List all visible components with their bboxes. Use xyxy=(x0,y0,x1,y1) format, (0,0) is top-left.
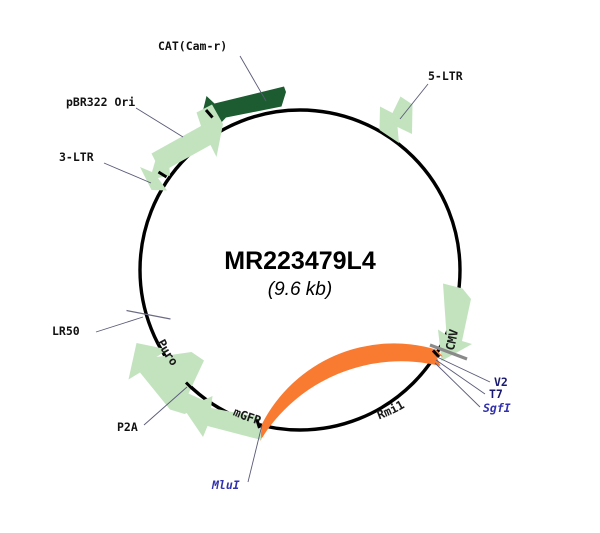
leader-lines xyxy=(95,55,491,483)
label-sgfi: SgfI xyxy=(483,401,511,415)
label-v2: V2 xyxy=(494,375,508,389)
label-mlui: MluI xyxy=(211,478,240,492)
feature-rmi1[interactable]: Rmi1 xyxy=(260,343,443,441)
label-3-ltr: 3-LTR xyxy=(59,150,94,164)
feature-3-ltr[interactable] xyxy=(140,156,170,191)
feature-cat-cam-r[interactable] xyxy=(202,86,287,132)
plasmid-size: (9.6 kb) xyxy=(268,279,332,300)
label-5-ltr: 5-LTR xyxy=(428,69,463,83)
feature-cmv[interactable]: CMV xyxy=(438,283,472,362)
junction-ticks xyxy=(126,109,468,429)
label-pbr322-ori: pBR322 Ori xyxy=(66,95,135,109)
feature-5-ltr[interactable] xyxy=(379,96,413,144)
backbone-circle xyxy=(138,108,462,432)
label-lr50: LR50 xyxy=(52,324,80,338)
label-t7: T7 xyxy=(489,387,503,401)
plasmid-name: MR223479L4 xyxy=(224,247,376,275)
label-p2a: P2A xyxy=(117,420,138,434)
label-cat-cam-r: CAT(Cam-r) xyxy=(158,39,227,53)
feature-label-cmv: CMV xyxy=(443,328,461,352)
feature-pbr322-ori[interactable] xyxy=(151,104,224,173)
